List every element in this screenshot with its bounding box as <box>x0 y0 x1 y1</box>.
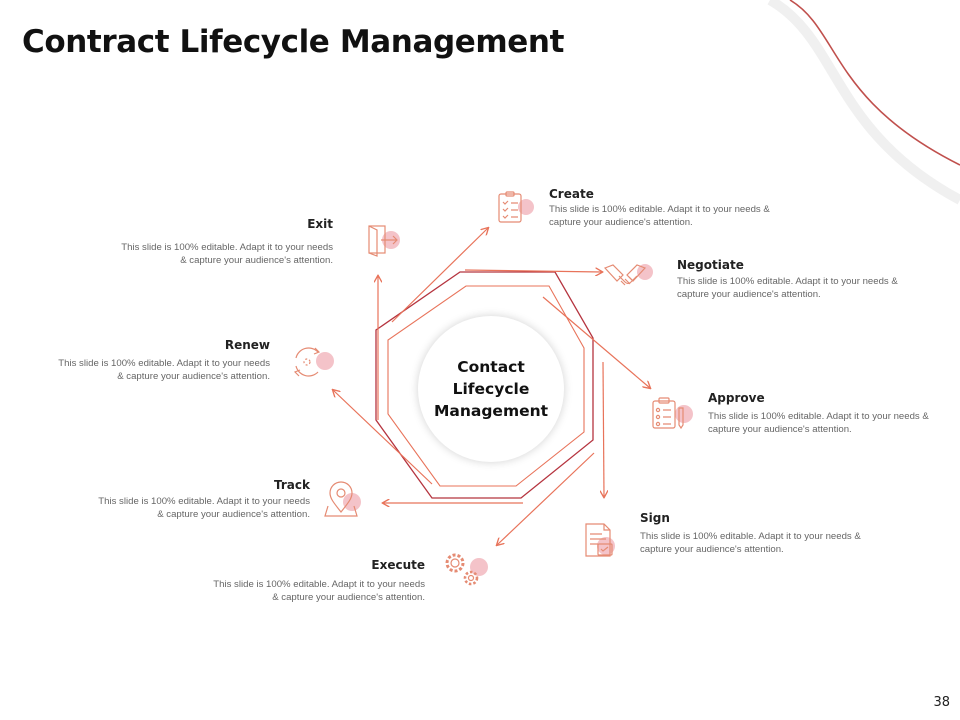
arrow-sign-to-execute <box>497 452 595 545</box>
page-number: 38 <box>933 695 950 710</box>
stage-desc-negotiate: This slide is 100% editable. Adapt it to… <box>677 276 898 300</box>
octagon-ring-outer <box>375 271 594 499</box>
exit-door-icon <box>368 225 400 257</box>
stage-desc-approve: This slide is 100% editable. Adapt it to… <box>708 411 929 435</box>
stage-desc-track: This slide is 100% editable. Adapt it to… <box>98 496 310 520</box>
clipboard-icon <box>652 397 693 430</box>
stage-desc-renew: This slide is 100% editable. Adapt it to… <box>58 358 270 382</box>
arrow-negotiate-to-approve <box>542 296 650 388</box>
arrow-track-to-renew <box>333 390 433 485</box>
stage-title-exit: Exit <box>307 217 333 231</box>
map-pin-icon <box>324 481 361 517</box>
decorative-swoosh-gray <box>767 0 960 205</box>
stage-desc-sign: This slide is 100% editable. Adapt it to… <box>640 531 861 555</box>
stage-desc-exit: This slide is 100% editable. Adapt it to… <box>121 242 333 266</box>
stage-title-execute: Execute <box>371 558 425 572</box>
stage-title-sign: Sign <box>640 511 670 525</box>
stage-title-approve: Approve <box>708 391 765 405</box>
gears-icon <box>445 553 488 586</box>
stage-title-track: Track <box>274 478 310 492</box>
octagon-ring-inner <box>387 285 585 487</box>
stage-title-negotiate: Negotiate <box>677 258 744 272</box>
stage-title-create: Create <box>549 187 594 201</box>
checklist-icon <box>498 191 534 223</box>
arrow-approve-to-sign <box>603 361 604 497</box>
center-label: Contact Lifecycle Management <box>433 358 549 420</box>
stage-title-renew: Renew <box>224 338 270 352</box>
center-circle: Contact Lifecycle Management <box>418 316 564 462</box>
decorative-swoosh-red <box>789 0 960 166</box>
renew-icon <box>293 347 334 377</box>
document-icon <box>585 523 615 557</box>
handshake-icon <box>603 264 653 286</box>
page-title: Contract Lifecycle Management <box>22 24 565 60</box>
arrow-create-to-negotiate <box>464 270 602 272</box>
stage-desc-create: This slide is 100% editable. Adapt it to… <box>549 204 770 228</box>
stage-desc-execute: This slide is 100% editable. Adapt it to… <box>213 579 425 603</box>
arrow-exit-to-create <box>391 228 488 323</box>
